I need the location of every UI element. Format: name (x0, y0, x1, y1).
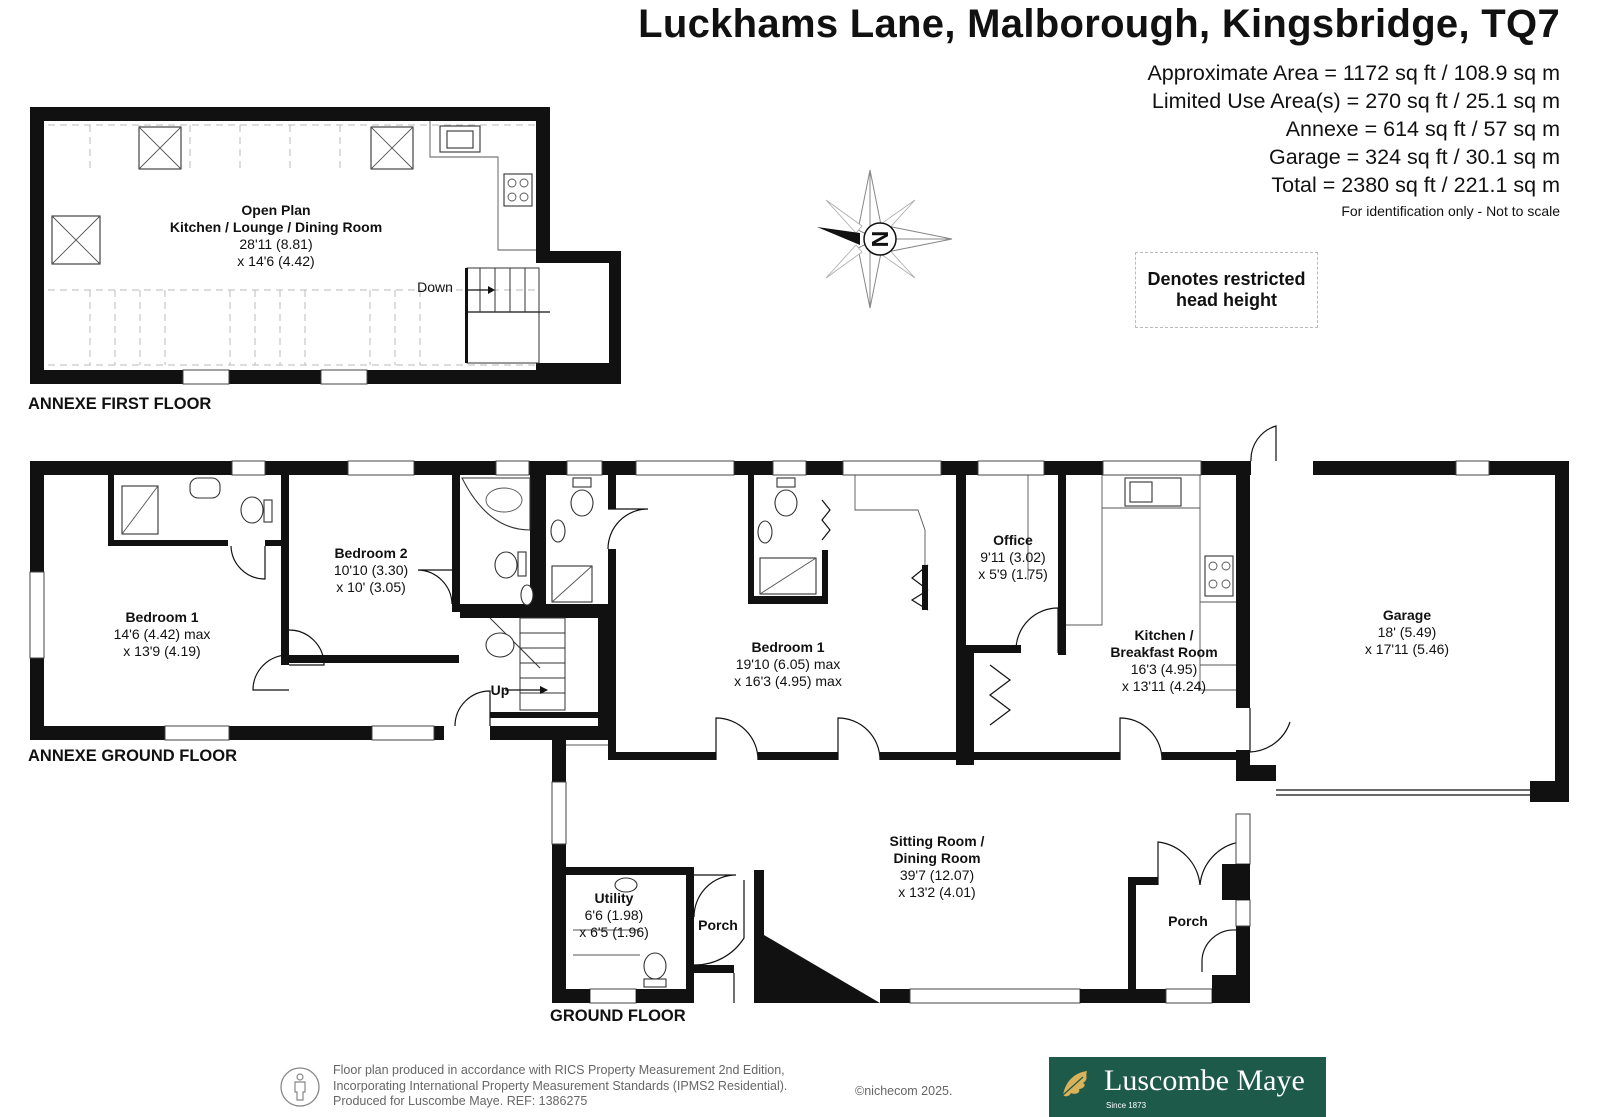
hob-icon (1204, 555, 1234, 597)
bedroom1-dim-2: x 16'3 (4.95) max (734, 673, 842, 689)
toilet-icon (643, 952, 667, 988)
room-labels: Bedroom 1 14'6 (4.42) max x 13'9 (4.19) … (114, 532, 1449, 940)
hob-icon (503, 173, 533, 207)
copyright: ©nichecom 2025. (855, 1084, 953, 1098)
garage-name: Garage (1383, 607, 1431, 623)
area-line: Approximate Area = 1172 sq ft / 108.9 sq… (1147, 61, 1560, 85)
kitchen-dim: 16'3 (4.95) (1131, 661, 1198, 677)
open-plan-dim-2: x 14'6 (4.42) (237, 253, 314, 269)
area-line: Garage = 324 sq ft / 30.1 sq m (1268, 145, 1560, 169)
basin-icon (614, 877, 638, 893)
brand-since: Since 1873 (1106, 1101, 1147, 1110)
legend-line: Denotes restricted (1147, 269, 1306, 289)
footer-line: Floor plan produced in accordance with R… (333, 1063, 785, 1077)
brand-logo: Luscombe Maye Since 1873 (1049, 1057, 1326, 1117)
ground-floor-plan: Up (29, 425, 1569, 1004)
garage-dim-2: x 17'11 (5.46) (1365, 641, 1449, 657)
stairs-up-label: Up (491, 682, 510, 698)
sink-icon (439, 125, 481, 153)
office-name: Office (993, 532, 1033, 548)
compass-icon (817, 169, 953, 309)
kitchen-name-2: Breakfast Room (1110, 644, 1217, 660)
area-summary: Approximate Area = 1172 sq ft / 108.9 sq… (1147, 59, 1560, 199)
sitting-room-name: Sitting Room / (890, 833, 985, 849)
staircase-up (460, 612, 610, 727)
brand-name: Luscombe Maye (1104, 1064, 1305, 1097)
toilet-icon (240, 496, 273, 524)
basin-icon (757, 520, 773, 544)
footer-line: Produced for Luscombe Maye. REF: 1386275 (333, 1094, 588, 1108)
annexe-bedroom1-dim: 14'6 (4.42) max (114, 626, 211, 642)
shower-tray-icon (759, 557, 817, 595)
basin-icon (550, 519, 566, 543)
toilet-icon (494, 551, 527, 579)
sitting-room-dim-2: x 13'2 (4.01) (898, 884, 975, 900)
annexe-bedroom2-dim-2: x 10' (3.05) (336, 579, 406, 595)
toilet-icon (774, 477, 798, 517)
office-dim-2: x 5'9 (1.75) (978, 566, 1048, 582)
compass-north-label: N (867, 231, 893, 248)
accessibility-person-icon (280, 1067, 320, 1107)
skylight-icon (138, 126, 182, 170)
restricted-height-hatching (48, 124, 535, 366)
legend-line: head height (1175, 290, 1277, 310)
annexe-bedroom2-dim: 10'10 (3.30) (334, 562, 408, 578)
toilet-icon (570, 477, 594, 517)
skylight-icon (51, 215, 101, 265)
footer-notes: Floor plan produced in accordance with R… (333, 1063, 787, 1110)
corner-bath-icon (461, 477, 531, 531)
open-plan-name: Open Plan (241, 202, 310, 218)
shower-tray-icon (551, 565, 593, 603)
area-line: Annexe = 614 sq ft / 57 sq m (1285, 117, 1560, 141)
utility-dim-2: x 6'5 (1.96) (579, 924, 649, 940)
area-line: Total = 2380 sq ft / 221.1 sq m (1271, 173, 1560, 197)
basin-icon (520, 584, 534, 606)
staircase (465, 267, 550, 364)
office-dim: 9'11 (3.02) (980, 549, 1045, 565)
garage-dim: 18' (5.49) (1378, 624, 1437, 640)
porch-left-name: Porch (698, 917, 738, 933)
area-line: Limited Use Area(s) = 270 sq ft / 25.1 s… (1151, 89, 1560, 113)
annexe-first-floor-plan: Down Open Plan Kitchen / Lounge / Dining… (30, 107, 621, 385)
bedroom1-name: Bedroom 1 (751, 639, 824, 655)
property-title: Luckhams Lane, Malborough, Kingsbridge, … (638, 2, 1560, 46)
porch-right-name: Porch (1168, 913, 1208, 929)
utility-dim: 6'6 (1.98) (585, 907, 644, 923)
oak-leaf-icon (1062, 1071, 1087, 1097)
annexe-ground-floor-label: ANNEXE GROUND FLOOR (28, 747, 237, 765)
ground-floor-label: GROUND FLOOR (550, 1007, 686, 1025)
basin-icon (189, 477, 221, 499)
annexe-bedroom1-dim-2: x 13'9 (4.19) (123, 643, 200, 659)
annexe-bedroom2-name: Bedroom 2 (334, 545, 407, 561)
sitting-room-dim: 39'7 (12.07) (900, 867, 974, 883)
sitting-room-name-2: Dining Room (893, 850, 980, 866)
disclaimer: For identification only - Not to scale (1341, 203, 1560, 219)
bedroom1-dim: 19'10 (6.05) max (736, 656, 841, 672)
skylight-icon (370, 126, 414, 170)
kitchen-name: Kitchen / (1134, 627, 1193, 643)
open-plan-dim: 28'11 (8.81) (239, 236, 312, 252)
restricted-height-legend: Denotes restricted head height (1135, 252, 1318, 328)
kitchen-dim-2: x 13'11 (4.24) (1122, 678, 1206, 694)
sink-icon (1124, 477, 1182, 507)
footer-line: Incorporating International Property Mea… (333, 1078, 788, 1093)
open-plan-name-2: Kitchen / Lounge / Dining Room (170, 219, 382, 235)
annexe-first-floor-label: ANNEXE FIRST FLOOR (28, 395, 211, 413)
annexe-bedroom1-name: Bedroom 1 (125, 609, 198, 625)
utility-name: Utility (595, 890, 634, 906)
shower-tray-icon (121, 485, 159, 535)
stairs-down-label: Down (417, 279, 453, 295)
